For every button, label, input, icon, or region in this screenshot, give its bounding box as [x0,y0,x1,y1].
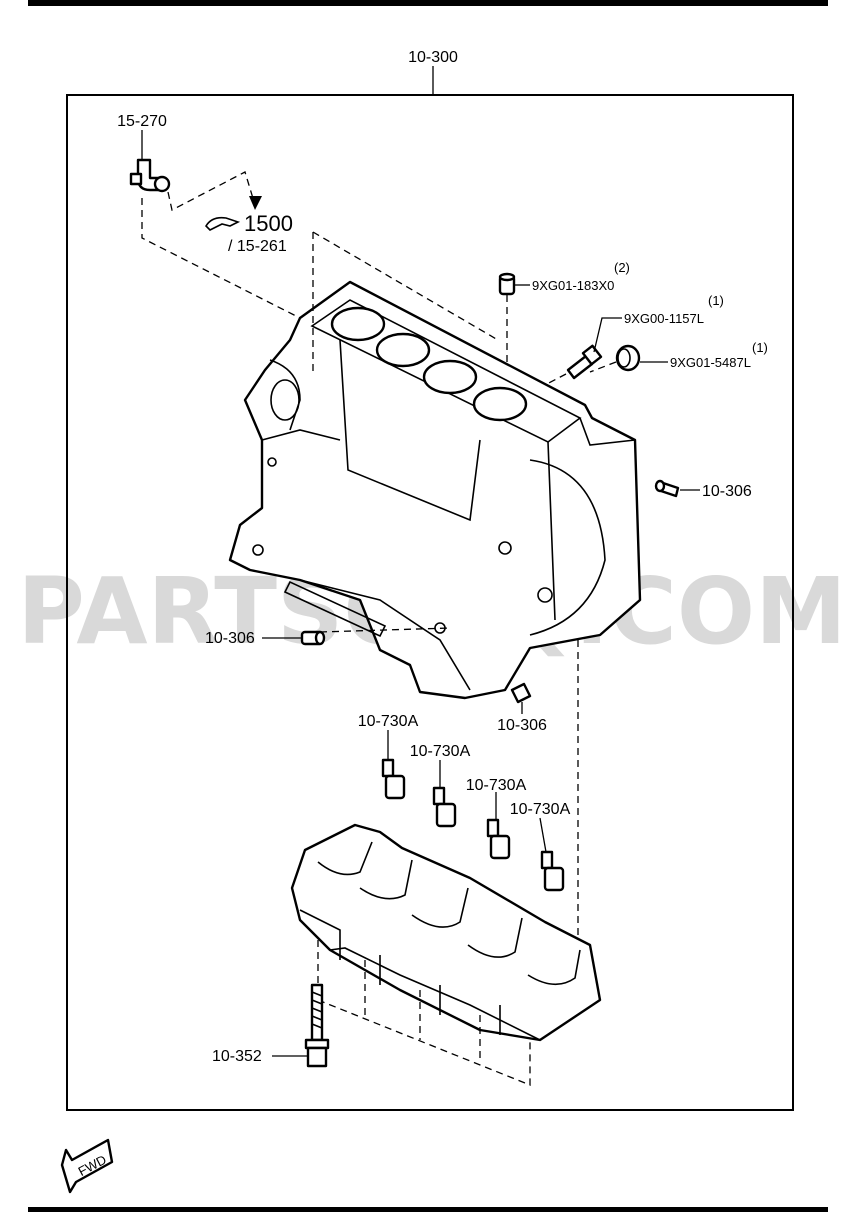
cylinder-block[interactable] [228,280,642,700]
oil-jet-1[interactable] [381,758,406,800]
dowel-right[interactable] [654,479,680,498]
reference-hand-icon [204,216,241,231]
fwd-arrow-icon [60,1138,114,1194]
hose-fitting[interactable] [129,158,171,193]
label-jet-1[interactable]: 10-730A [358,713,419,730]
label-assembly[interactable]: 10-300 [408,49,458,66]
side-bolt[interactable] [566,344,603,380]
oil-jet-2[interactable] [432,786,457,828]
label-dowel-right[interactable]: 10-306 [702,483,752,500]
label-jet-4[interactable]: 10-730A [510,801,571,818]
label-bolt-side[interactable]: 9XG00-1157L [624,311,704,326]
side-cap[interactable] [615,344,641,372]
label-bolt-bottom[interactable]: 10-352 [212,1048,262,1065]
label-hose[interactable]: 15-270 [117,113,167,130]
label-dowel-bottom[interactable]: 10-306 [497,717,547,734]
top-plug[interactable] [498,272,516,296]
label-jet-3[interactable]: 10-730A [466,777,527,794]
label-plug-top-qty: (2) [614,260,630,275]
bearing-ladder-frame[interactable] [290,823,602,1042]
label-ref-num[interactable]: 1500 [244,211,293,236]
oil-jet-4[interactable] [540,850,565,892]
assembly-frame [66,94,794,1111]
main-bearing-bolt[interactable] [304,983,330,1068]
label-plug-top[interactable]: 9XG01-183X0 [532,278,614,293]
label-cap-side-qty: (1) [752,340,768,355]
label-bolt-side-qty: (1) [708,293,724,308]
bottom-rule [28,1207,828,1212]
dowel-bottom[interactable] [510,682,532,704]
dowel-left[interactable] [300,630,326,646]
label-jet-2[interactable]: 10-730A [410,743,471,760]
label-ref-sub: / 15-261 [228,238,287,255]
label-cap-side[interactable]: 9XG01-5487L [670,355,751,370]
top-rule [28,0,828,6]
label-dowel-left[interactable]: 10-306 [205,630,255,647]
oil-jet-3[interactable] [486,818,511,860]
